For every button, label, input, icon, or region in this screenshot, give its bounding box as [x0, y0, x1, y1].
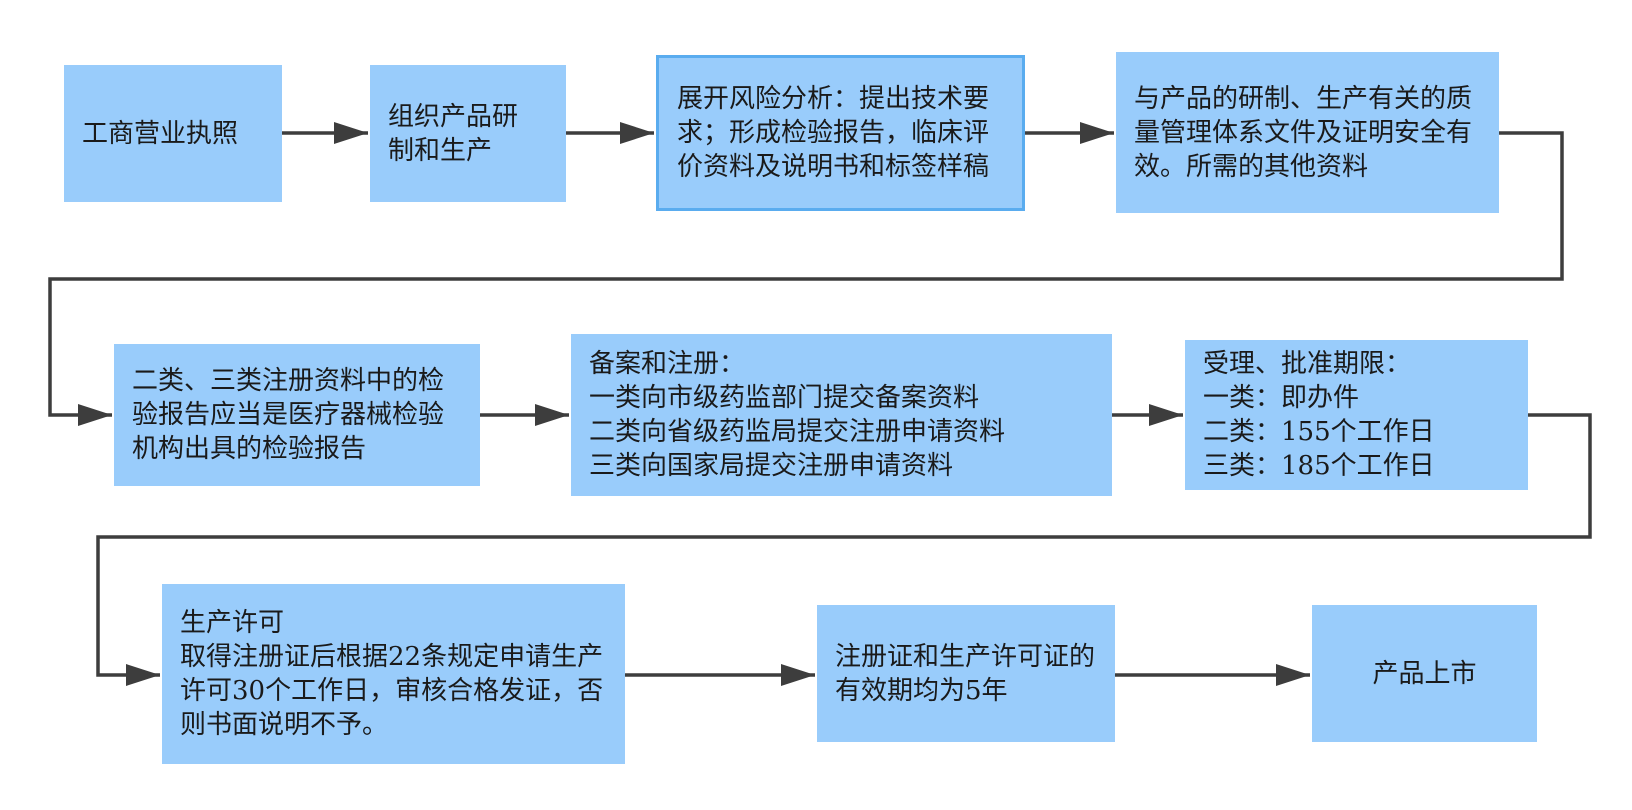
node-approval-period-line-4: 三类：185个工作日 [1203, 451, 1435, 481]
node-filing-registration-line-2: 一类向市级药监部门提交备案资料 [589, 383, 980, 413]
node-approval-period-line-3: 二类：155个工作日 [1203, 417, 1435, 447]
node-production-license-line-1: 生产许可 [180, 608, 285, 638]
node-production-license: 生产许可 取得注册证后根据22条规定申请生产许可30个工作日，审核合格发证，否则… [162, 584, 625, 764]
node-inspection-report-text: 二类、三类注册资料中的检验报告应当是医疗器械检验机构出具的检验报告 [132, 366, 445, 464]
node-quality-docs-text: 与产品的研制、生产有关的质量管理体系文件及证明安全有效。所需的其他资料 [1134, 83, 1473, 182]
node-risk-analysis-text: 展开风险分析：提出技术要求；形成检验报告，临床评价资料及说明书和标签样稿 [677, 84, 990, 182]
node-quality-docs: 与产品的研制、生产有关的质量管理体系文件及证明安全有效。所需的其他资料 [1116, 52, 1499, 213]
node-market-launch: 产品上市 [1312, 605, 1537, 742]
node-production-license-line-2: 取得注册证后根据22条规定申请生产许可30个工作日，审核合格发证，否则书面说明不… [180, 642, 604, 740]
node-risk-analysis: 展开风险分析：提出技术要求；形成检验报告，临床评价资料及说明书和标签样稿 [656, 55, 1025, 211]
node-approval-period-line-1: 受理、批准期限： [1203, 349, 1412, 379]
node-filing-registration-line-4: 三类向国家局提交注册申请资料 [589, 451, 954, 481]
node-validity: 注册证和生产许可证的有效期均为5年 [817, 605, 1115, 742]
node-validity-text: 注册证和生产许可证的有效期均为5年 [835, 641, 1096, 706]
node-filing-registration: 备案和注册： 一类向市级药监部门提交备案资料 二类向省级药监局提交注册申请资料 … [571, 334, 1112, 496]
node-organize-production-line-1: 组织产品研 [388, 101, 519, 132]
node-filing-registration-line-1: 备案和注册： [589, 349, 746, 379]
node-organize-production: 组织产品研 制和生产 [370, 65, 566, 202]
arrow-quality-to-inspection [48, 131, 1564, 426]
node-business-license-text: 工商营业执照 [82, 118, 239, 149]
arrow-approval-to-production-license [96, 413, 1592, 686]
node-approval-period-line-2: 一类：即办件 [1203, 383, 1360, 413]
node-market-launch-text: 产品上市 [1372, 658, 1477, 689]
node-business-license: 工商营业执照 [64, 65, 282, 202]
node-inspection-report: 二类、三类注册资料中的检验报告应当是医疗器械检验机构出具的检验报告 [114, 344, 480, 486]
node-filing-registration-line-3: 二类向省级药监局提交注册申请资料 [589, 417, 1006, 447]
node-organize-production-line-2: 制和生产 [388, 135, 493, 166]
node-approval-period: 受理、批准期限： 一类：即办件 二类：155个工作日 三类：185个工作日 [1185, 340, 1528, 490]
